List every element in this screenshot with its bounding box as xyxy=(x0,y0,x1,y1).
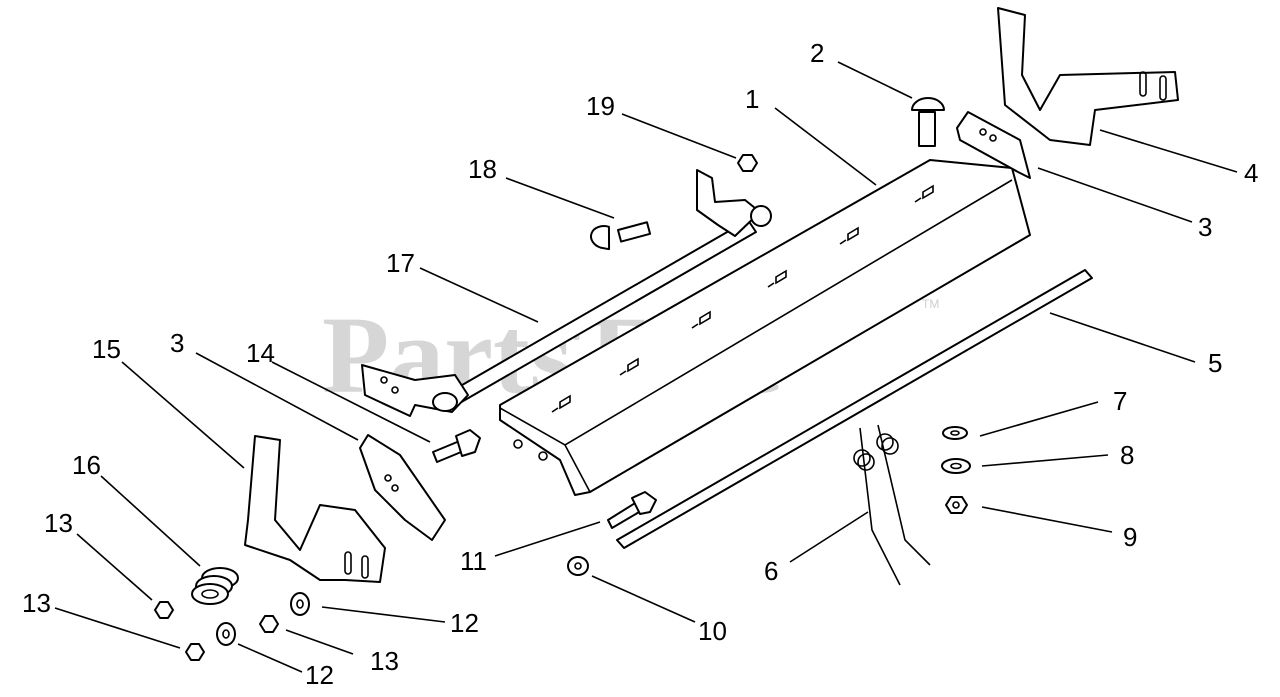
part-5-threaded-rod xyxy=(616,269,1093,549)
part-13-nut-c xyxy=(185,643,205,661)
watermark-trademark: TM xyxy=(922,297,939,311)
part-10-flange-nut xyxy=(567,556,589,576)
callout-3: 3 xyxy=(1198,212,1212,242)
callout-18: 18 xyxy=(468,154,497,184)
part-13-nut-b xyxy=(259,615,279,633)
part-19-nut xyxy=(737,154,758,172)
part-7-flat-washer xyxy=(942,426,968,440)
part-13-nut-a xyxy=(154,601,174,619)
part-2-carriage-bolt xyxy=(911,97,945,147)
callout-13: 13 xyxy=(44,508,73,538)
callout-labels: 1 2 3 3 4 5 6 7 8 9 10 11 12 12 13 13 13… xyxy=(22,38,1258,690)
part-4-hanger-bracket xyxy=(997,7,1179,146)
part-8-lock-washer xyxy=(941,458,971,474)
part-17-shaft-assembly xyxy=(361,169,772,417)
part-16-compression-spring xyxy=(191,567,239,605)
callout-15: 15 xyxy=(92,334,121,364)
callout-12: 12 xyxy=(305,660,334,690)
callout-6: 6 xyxy=(764,556,778,586)
callout-2: 2 xyxy=(810,38,824,68)
part-1-channel xyxy=(499,159,1031,496)
callout-1: 1 xyxy=(745,84,759,114)
callout-8: 8 xyxy=(1120,440,1134,470)
part-3-bracket-lower xyxy=(359,434,446,541)
part-9-hex-nut xyxy=(945,496,968,514)
callout-17: 17 xyxy=(386,248,415,278)
callout-16: 16 xyxy=(72,450,101,480)
part-6-torsion-spring xyxy=(853,424,931,586)
part-12-washer-b xyxy=(216,622,236,646)
part-3-bracket-upper xyxy=(956,111,1031,179)
callout-12: 12 xyxy=(450,608,479,638)
part-15-bracket xyxy=(244,435,386,583)
callout-13: 13 xyxy=(22,588,51,618)
callout-9: 9 xyxy=(1123,522,1137,552)
callout-7: 7 xyxy=(1113,386,1127,416)
leader-lines xyxy=(54,61,1238,673)
callout-4: 4 xyxy=(1244,158,1258,188)
callout-13: 13 xyxy=(370,646,399,676)
part-18-carriage-bolt xyxy=(590,221,652,251)
part-14-hex-bolt xyxy=(432,429,481,463)
callout-11: 11 xyxy=(460,546,487,576)
part-11-hex-bolt xyxy=(607,491,657,529)
callout-5: 5 xyxy=(1208,348,1222,378)
callout-19: 19 xyxy=(586,91,615,121)
callout-14: 14 xyxy=(246,338,275,368)
callout-10: 10 xyxy=(698,616,727,646)
callout-3: 3 xyxy=(170,328,184,358)
part-12-washer-a xyxy=(290,592,310,616)
